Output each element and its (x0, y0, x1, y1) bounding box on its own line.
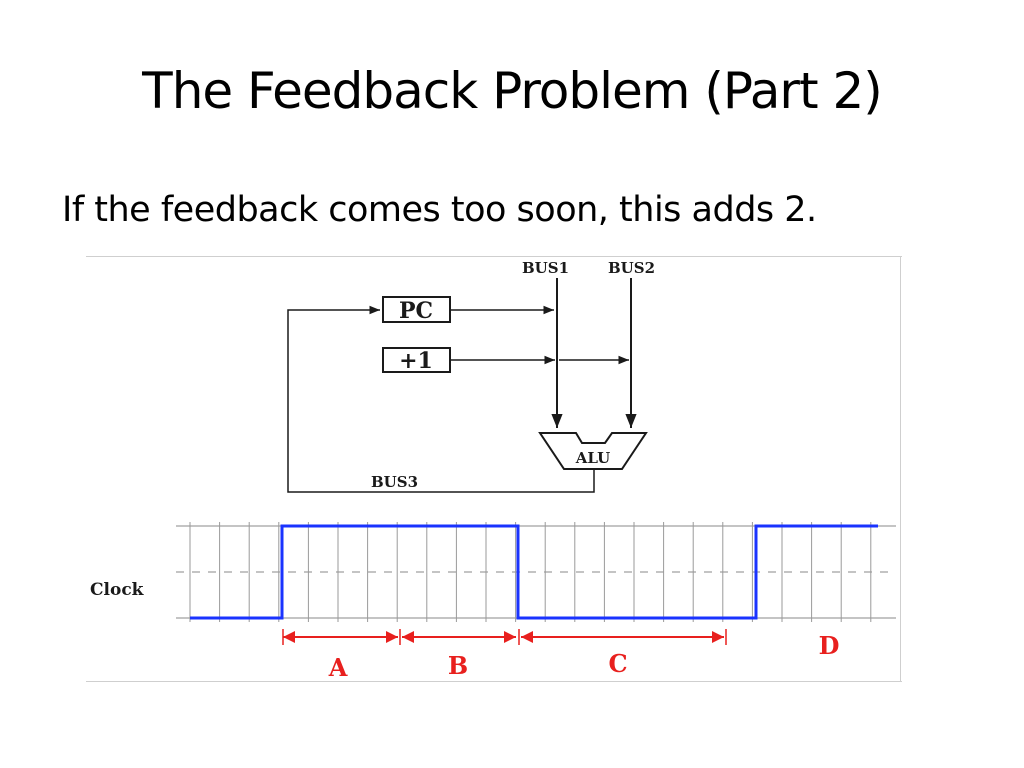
interval-d-label: D (819, 631, 840, 660)
alu-label: ALU (575, 449, 610, 467)
feedback-timing-diagram: BUS1 BUS2 PC +1 ALU BUS3 Clock A B C D (86, 256, 902, 682)
bus3-label: BUS3 (371, 473, 418, 491)
clock-signal (190, 524, 878, 620)
increment-box (382, 347, 451, 373)
pc-label: PC (399, 298, 433, 324)
pc-register-box (382, 296, 451, 323)
grid-ticks (189, 522, 872, 622)
slide-body-text: If the feedback comes too soon, this add… (62, 190, 817, 230)
interval-b-label: B (448, 651, 468, 680)
diagram-svg: BUS1 BUS2 PC +1 ALU BUS3 Clock A B C D (86, 256, 902, 682)
interval-c-label: C (608, 649, 627, 678)
bus1-label: BUS1 (522, 259, 569, 277)
timing-grid (176, 522, 896, 622)
slide-title: The Feedback Problem (Part 2) (142, 62, 883, 120)
increment-label: +1 (399, 348, 433, 374)
interval-a-label: A (328, 653, 348, 682)
bus2-label: BUS2 (608, 259, 655, 277)
bus3-feedback-line (287, 305, 595, 493)
alu-shape (538, 432, 648, 470)
clock-label: Clock (90, 580, 145, 600)
